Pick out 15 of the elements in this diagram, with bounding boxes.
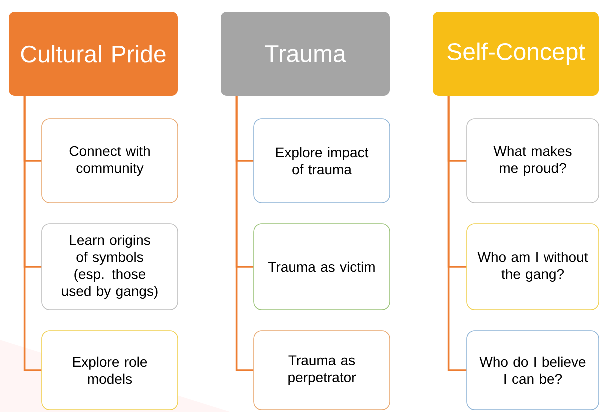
topic-box: Trauma as perpetrator xyxy=(254,330,390,410)
connector-line xyxy=(448,96,467,372)
topic-box: Explore role models xyxy=(42,330,178,410)
topic-box: Explore impact of trauma xyxy=(254,118,390,204)
connector-line xyxy=(24,96,42,372)
category-header: Self-Concept xyxy=(433,12,599,96)
category-header: Trauma xyxy=(221,12,390,96)
topic-box: Connect with community xyxy=(42,118,178,204)
connector-line xyxy=(236,96,254,372)
topic-box: Who do I believe I can be? xyxy=(466,330,600,410)
topic-box: Who am I without the gang? xyxy=(466,224,600,310)
category-header: Cultural Pride xyxy=(9,12,178,96)
topic-box: Trauma as victim xyxy=(254,224,390,310)
topic-box: Learn origins of symbols (esp. those used by gangs) xyxy=(42,224,178,310)
topic-box: What makes me proud? xyxy=(466,118,600,204)
